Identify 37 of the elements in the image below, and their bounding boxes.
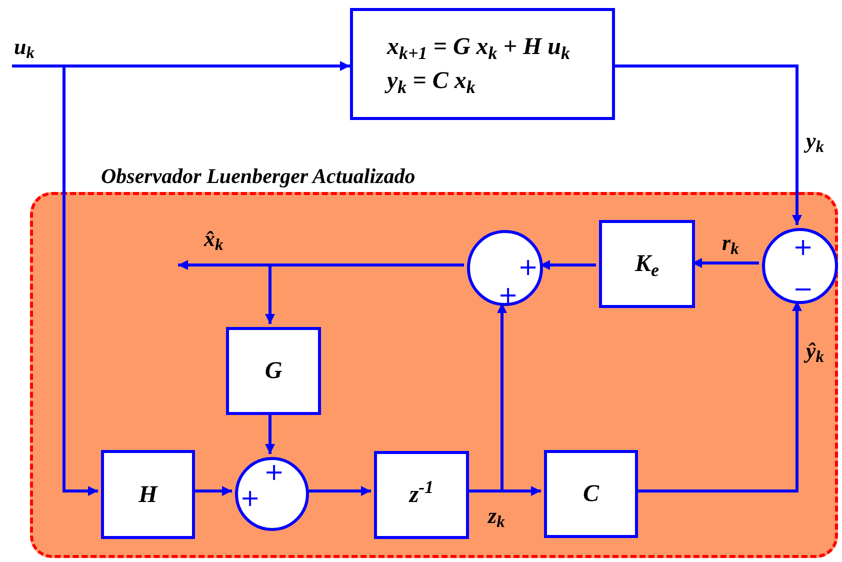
signal-arrow bbox=[62, 66, 98, 496]
gain-block bbox=[544, 450, 638, 538]
block-label: z$^{-1}$ bbox=[409, 480, 434, 510]
equation: x$_{k+1}$ = G x$_{k}$ + H u$_{k}$ bbox=[387, 33, 570, 62]
equation: y$_{k}$ = C x$_{k}$ bbox=[387, 66, 476, 96]
signal-arrow bbox=[615, 64, 802, 225]
signal-arrow bbox=[265, 264, 464, 324]
gain-block bbox=[374, 451, 469, 539]
signal-arrow bbox=[12, 61, 350, 71]
sign-label: + bbox=[264, 460, 284, 484]
signal-arrow bbox=[265, 412, 275, 454]
signal-label: y$_{k}$ bbox=[806, 130, 824, 152]
signal-arrow bbox=[192, 486, 232, 496]
system-block bbox=[350, 8, 615, 120]
block-label: H bbox=[138, 480, 158, 510]
signal-arrow bbox=[466, 303, 507, 492]
sign-label: + bbox=[240, 486, 260, 510]
block-label: C bbox=[582, 480, 599, 509]
signal-arrow bbox=[540, 260, 596, 270]
region-title: Observador Luenberger Actualizado bbox=[101, 163, 416, 190]
sign-label: + bbox=[518, 255, 538, 279]
signal-arrow bbox=[635, 301, 802, 492]
signal-label: x̂$_{k}$ bbox=[204, 228, 224, 250]
block-label: K$_{e}$ bbox=[634, 250, 659, 279]
signal-arrow bbox=[692, 258, 759, 268]
sign-label: − bbox=[792, 277, 814, 301]
sign-label: + bbox=[792, 235, 814, 259]
gain-block bbox=[599, 220, 695, 308]
signal-label: r$_{k}$ bbox=[722, 232, 739, 254]
signal-label: ŷ$_{k}$ bbox=[806, 340, 824, 362]
gain-block bbox=[101, 450, 195, 539]
signal-arrow bbox=[306, 486, 371, 496]
signal-label: z$_{k}$ bbox=[488, 505, 505, 527]
signal-label: u$_{k}$ bbox=[14, 36, 34, 58]
gain-block bbox=[226, 327, 321, 415]
sign-label: + bbox=[498, 283, 518, 307]
block-label: G bbox=[264, 357, 282, 386]
